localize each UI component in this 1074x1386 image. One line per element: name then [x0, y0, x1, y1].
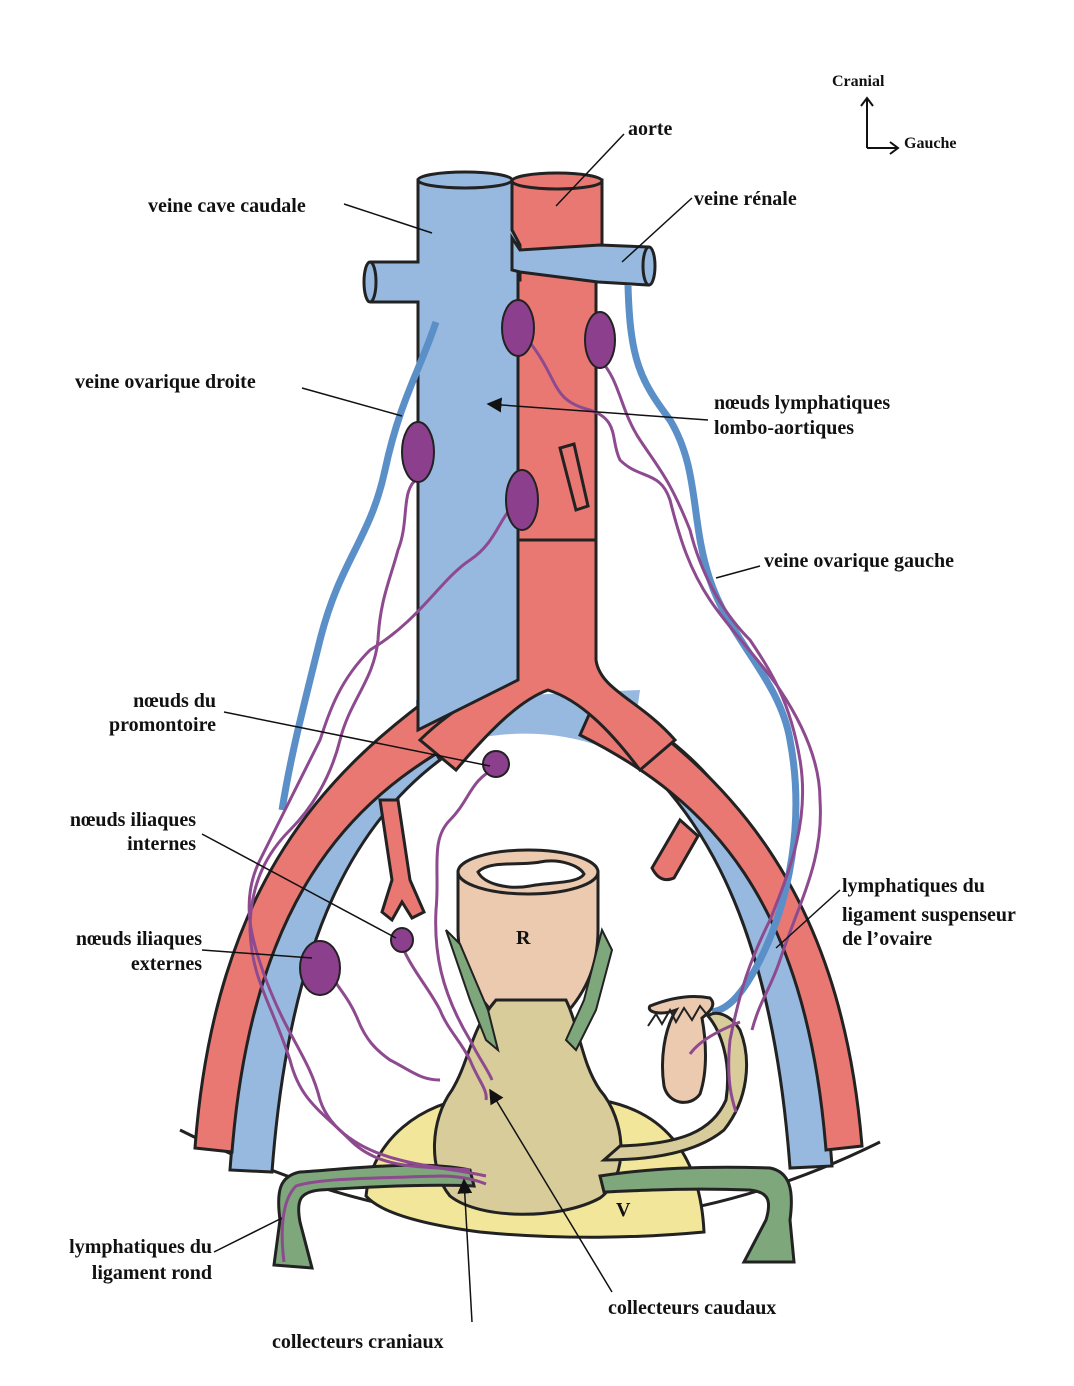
internal-iliac-artery	[378, 798, 426, 923]
label-ligament-rond-2: ligament rond	[92, 1262, 212, 1284]
leader-collecteurs-caudaux	[489, 1088, 613, 1293]
label-lombo-aortiques-1: nœuds lymphatiques	[714, 392, 890, 414]
left-uterine-horn	[600, 1011, 749, 1162]
vena-cava-top-opening	[416, 170, 514, 190]
lymph-node-lombo-aortic-2	[584, 311, 616, 369]
label-suspenseur-2: ligament suspenseur	[842, 904, 1016, 926]
lymph-promontoire	[434, 766, 497, 1081]
leader-iliaques-externes	[201, 949, 313, 959]
lymph-suspensory	[688, 1020, 741, 1055]
lymph-round-ligament	[280, 1174, 487, 1263]
label-ligament-rond-1: lymphatiques du	[69, 1236, 212, 1258]
label-rectum: R	[516, 927, 531, 949]
lymph-iliaque-interne	[400, 945, 488, 1101]
leader-veine-ovarique-droite	[301, 387, 403, 417]
lymph-lombo-aortic-right	[526, 339, 822, 1031]
right-ovarian-vein	[278, 320, 440, 811]
gauche-label: Gauche	[904, 135, 956, 152]
label-lombo-aortiques-2: lombo-aortiques	[714, 417, 854, 439]
right-renal-vein-opening	[362, 260, 378, 304]
lymph-node-iliaque-externe	[299, 940, 341, 996]
right-mesometrium	[445, 929, 500, 1053]
label-iliaques-externes-1: nœuds iliaques	[76, 928, 202, 950]
leader-aorte	[555, 133, 625, 207]
lymph-node-lombo-aortic-1	[501, 299, 535, 357]
label-suspenseur-3: de l’ovaire	[842, 928, 932, 950]
label-iliaques-externes-2: externes	[131, 953, 202, 975]
lymph-vena-mid	[247, 498, 523, 1178]
label-promontoire-1: nœuds du	[133, 690, 216, 712]
label-collecteurs-craniaux: collecteurs craniaux	[272, 1331, 444, 1353]
leader-veine-cave	[343, 203, 433, 234]
leader-veine-renale	[621, 197, 693, 263]
label-collecteurs-caudaux: collecteurs caudaux	[608, 1297, 776, 1319]
rectum-lumen	[476, 859, 586, 889]
aortic-branch-stub	[558, 442, 590, 512]
label-suspenseur-1: lymphatiques du	[842, 875, 985, 897]
leader-ligament-suspenseur	[775, 889, 841, 949]
label-iliaques-internes-1: nœuds iliaques	[70, 809, 196, 831]
leader-iliaques-internes	[201, 833, 397, 939]
left-internal-iliac-stub	[650, 817, 700, 882]
caudal-vena-cava	[370, 178, 520, 733]
label-veine-cave-caudale: veine cave caudale	[148, 195, 306, 217]
lymph-node-vena-right	[401, 421, 435, 483]
label-veine-ovarique-droite: veine ovarique droite	[75, 371, 256, 393]
leader-lombo-aortiques	[486, 397, 709, 421]
label-veine-ovarique-gauche: veine ovarique gauche	[764, 550, 954, 572]
uterus	[433, 998, 623, 1216]
lymph-iliaque-externe	[328, 973, 441, 1082]
label-aorte: aorte	[628, 118, 673, 140]
labels: aorte veine cave caudale veine rénale ve…	[69, 118, 1016, 1353]
label-vagina: V	[616, 1199, 631, 1221]
lymph-node-vena-mid	[505, 469, 539, 531]
aorta-top-opening	[510, 171, 604, 191]
left-round-ligament	[598, 1165, 796, 1264]
leader-veine-ovarique-gauche	[715, 565, 761, 579]
lymph-nodes	[299, 299, 616, 996]
leader-lines	[201, 133, 841, 1323]
leader-ligament-rond	[213, 1217, 283, 1253]
ovary-fimbriae	[647, 1004, 709, 1027]
right-iliac-artery	[193, 687, 462, 1154]
left-renal-vein-opening	[641, 245, 657, 287]
left-ovary	[647, 994, 715, 1104]
cranial-label: Cranial	[832, 73, 885, 90]
lymph-lombo-aortic-left	[598, 358, 805, 1113]
leader-promontoire	[223, 711, 491, 767]
left-mesometrium	[564, 927, 614, 1052]
leader-collecteurs-craniaux	[457, 1178, 473, 1323]
orientation-indicator: Cranial Gauche	[832, 73, 956, 155]
label-iliaques-internes-2: internes	[127, 833, 196, 855]
label-veine-renale: veine rénale	[694, 188, 797, 210]
label-promontoire-2: promontoire	[109, 714, 216, 736]
left-iliac-artery	[578, 687, 864, 1152]
lymph-node-promontoire	[482, 750, 510, 778]
lymphatic-vessels	[247, 339, 822, 1263]
lymph-node-iliaque-interne	[390, 927, 414, 953]
